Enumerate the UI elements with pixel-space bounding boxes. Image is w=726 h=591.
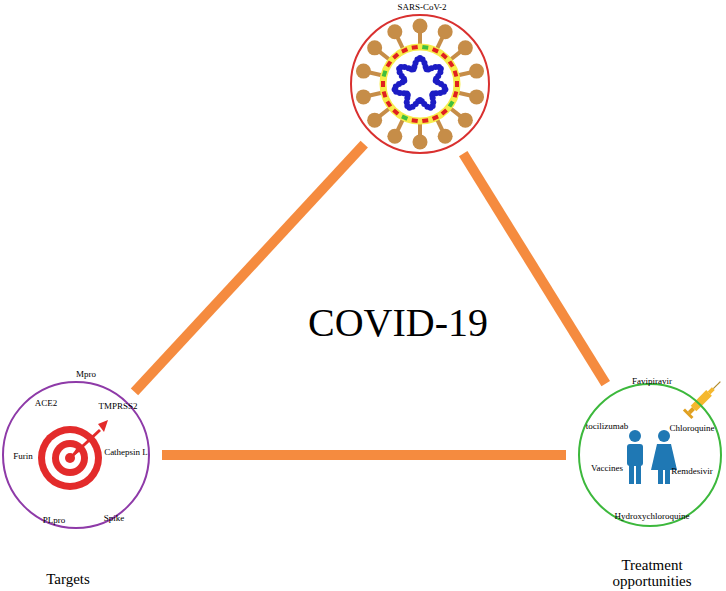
syringe-icon xyxy=(683,377,725,419)
node-heading: SARS-CoV-2 xyxy=(397,3,446,13)
item-label: Furin xyxy=(13,452,33,462)
circle-node: SARS-CoV-2 xyxy=(350,14,490,154)
item-label: tocilizumab xyxy=(586,422,629,432)
virus-illustration xyxy=(356,19,484,150)
node-heading: Targets xyxy=(46,571,90,588)
circle-node: MproACE2TMPRSS2Cathepsin LSpikePLproFuri… xyxy=(2,381,150,529)
item-label: Vaccines xyxy=(591,464,623,474)
item-label: PLpro xyxy=(43,516,66,526)
connector-bar xyxy=(162,450,566,460)
item-label: Chloroquine xyxy=(670,424,715,434)
item-label: Favipiravir xyxy=(632,377,672,387)
people-icon xyxy=(627,430,677,484)
target-icon xyxy=(38,420,108,490)
item-label: Cathepsin L xyxy=(104,448,148,458)
item-label: Spike xyxy=(104,514,125,524)
connector-bar xyxy=(463,154,606,384)
node-heading: Treatment opportunities xyxy=(602,556,702,589)
target-name: Mpro xyxy=(76,370,96,380)
circle-node: FavipiravirtocilizumabChloroquineVaccine… xyxy=(578,383,722,527)
item-label: Remdesivir xyxy=(671,467,713,477)
item-label: ACE2 xyxy=(35,399,58,409)
center-title: COVID-19 xyxy=(308,299,488,346)
item-label: Hydroxychloroquine xyxy=(615,512,690,522)
connector-bar xyxy=(134,144,364,392)
item-label: TMPRSS2 xyxy=(98,402,137,412)
